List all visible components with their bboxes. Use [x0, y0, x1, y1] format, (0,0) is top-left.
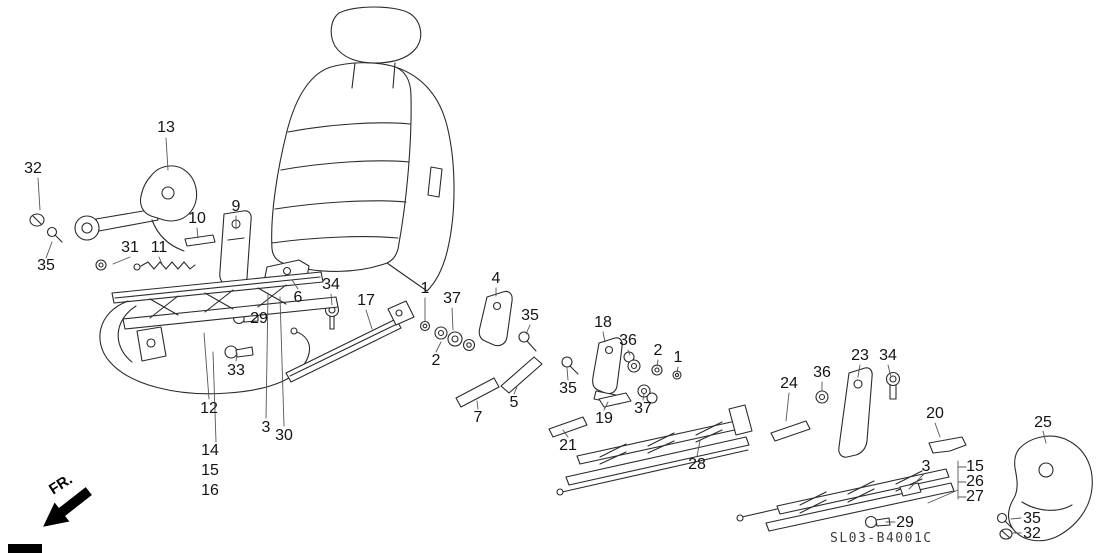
- part-label-5: 5: [509, 394, 519, 411]
- part-label-37-left: 37: [443, 290, 461, 307]
- spring-11: [133, 261, 196, 271]
- part-label-3-left: 3: [261, 419, 271, 436]
- right-track: [736, 468, 955, 532]
- part-label-12: 12: [200, 400, 218, 417]
- left-track-assembly: [111, 271, 339, 362]
- bolt-29-right: [864, 515, 891, 529]
- part-label-26: 26: [966, 473, 984, 490]
- part-label-36-right: 36: [813, 364, 831, 381]
- bar-24: [770, 420, 811, 442]
- seat-back: [271, 62, 455, 292]
- part-label-7: 7: [473, 409, 483, 426]
- clip-32-left: [29, 213, 45, 227]
- part-label-32-left: 32: [24, 160, 42, 177]
- headrest: [330, 6, 422, 89]
- part-label-25: 25: [1034, 414, 1052, 431]
- corner-mark: [8, 544, 42, 553]
- release-cable-12: [99, 300, 311, 395]
- bolt-33: [224, 345, 254, 359]
- bar-5: [500, 356, 543, 394]
- part-label-11: 11: [150, 239, 168, 256]
- part-label-33: 33: [227, 362, 245, 379]
- part-label-16: 16: [201, 482, 219, 499]
- part-label-34-right: 34: [879, 347, 897, 364]
- bolt-34-right: [885, 371, 901, 400]
- leader-lines: [37, 137, 1047, 534]
- screw-35-right: [996, 512, 1013, 529]
- part-label-21: 21: [559, 437, 577, 454]
- bar-10: [184, 234, 216, 247]
- part-label-6: 6: [293, 289, 303, 306]
- part-label-29-right: 29: [896, 514, 914, 531]
- fr-direction-arrow-icon: [43, 487, 92, 527]
- part-label-28: 28: [688, 456, 706, 473]
- washers-37-left: [434, 326, 463, 347]
- part-label-15-left: 15: [201, 462, 219, 479]
- clip-32-right: [999, 528, 1013, 540]
- part-label-30: 30: [275, 427, 293, 444]
- part-label-4: 4: [491, 270, 501, 287]
- part-label-35-center: 35: [521, 307, 539, 324]
- part-label-13: 13: [157, 119, 175, 136]
- screw-35-left: [46, 226, 63, 243]
- part-label-34-left: 34: [322, 276, 340, 293]
- part-label-37-mid: 37: [634, 400, 652, 417]
- screw-35-mid: [561, 356, 579, 375]
- nut-36-right: [815, 390, 829, 404]
- washer-2-left: [462, 338, 476, 352]
- part-label-1-left: 1: [420, 280, 430, 297]
- track-28-assembly: [556, 404, 753, 496]
- part-label-31: 31: [121, 239, 139, 256]
- cover-4: [478, 290, 513, 347]
- part-label-35-mid: 35: [559, 380, 577, 397]
- part-label-35-right: 35: [1023, 510, 1041, 527]
- bar-21: [548, 416, 588, 438]
- part-label-19: 19: [595, 410, 613, 427]
- part-label-32-right: 32: [1023, 525, 1041, 542]
- track-rail-17: [285, 300, 415, 383]
- part-label-3-right: 3: [921, 458, 931, 475]
- part-label-24: 24: [780, 375, 798, 392]
- part-label-2-left: 2: [431, 352, 441, 369]
- part-label-23: 23: [851, 347, 869, 364]
- part-label-14: 14: [201, 442, 219, 459]
- part-label-17: 17: [357, 292, 375, 309]
- screw-35-center: [518, 331, 537, 352]
- part-label-18: 18: [594, 314, 612, 331]
- bar-7: [455, 377, 500, 408]
- bracket-20: [928, 436, 967, 454]
- part-label-9: 9: [231, 198, 241, 215]
- part-label-20: 20: [926, 405, 944, 422]
- left-recliner-assembly: [74, 165, 198, 252]
- part-label-27: 27: [966, 488, 984, 505]
- part-label-15-right: 15: [966, 458, 984, 475]
- part-label-35-left: 35: [37, 257, 55, 274]
- nut-31: [95, 259, 107, 271]
- part-label-2-mid: 2: [653, 342, 663, 359]
- washer-1-mid: [672, 370, 682, 380]
- part-label-29-left: 29: [250, 310, 268, 327]
- washers-37-mid: [637, 384, 658, 404]
- part-label-36-mid: 36: [619, 332, 637, 349]
- recliner-cover-25: [1008, 435, 1093, 542]
- washer-1-left: [419, 320, 431, 332]
- recliner-upright-23: [838, 367, 873, 458]
- part-label-10: 10: [188, 210, 206, 227]
- diagram-code: SL03-B4001C: [830, 531, 933, 546]
- part-label-1-mid: 1: [673, 349, 683, 366]
